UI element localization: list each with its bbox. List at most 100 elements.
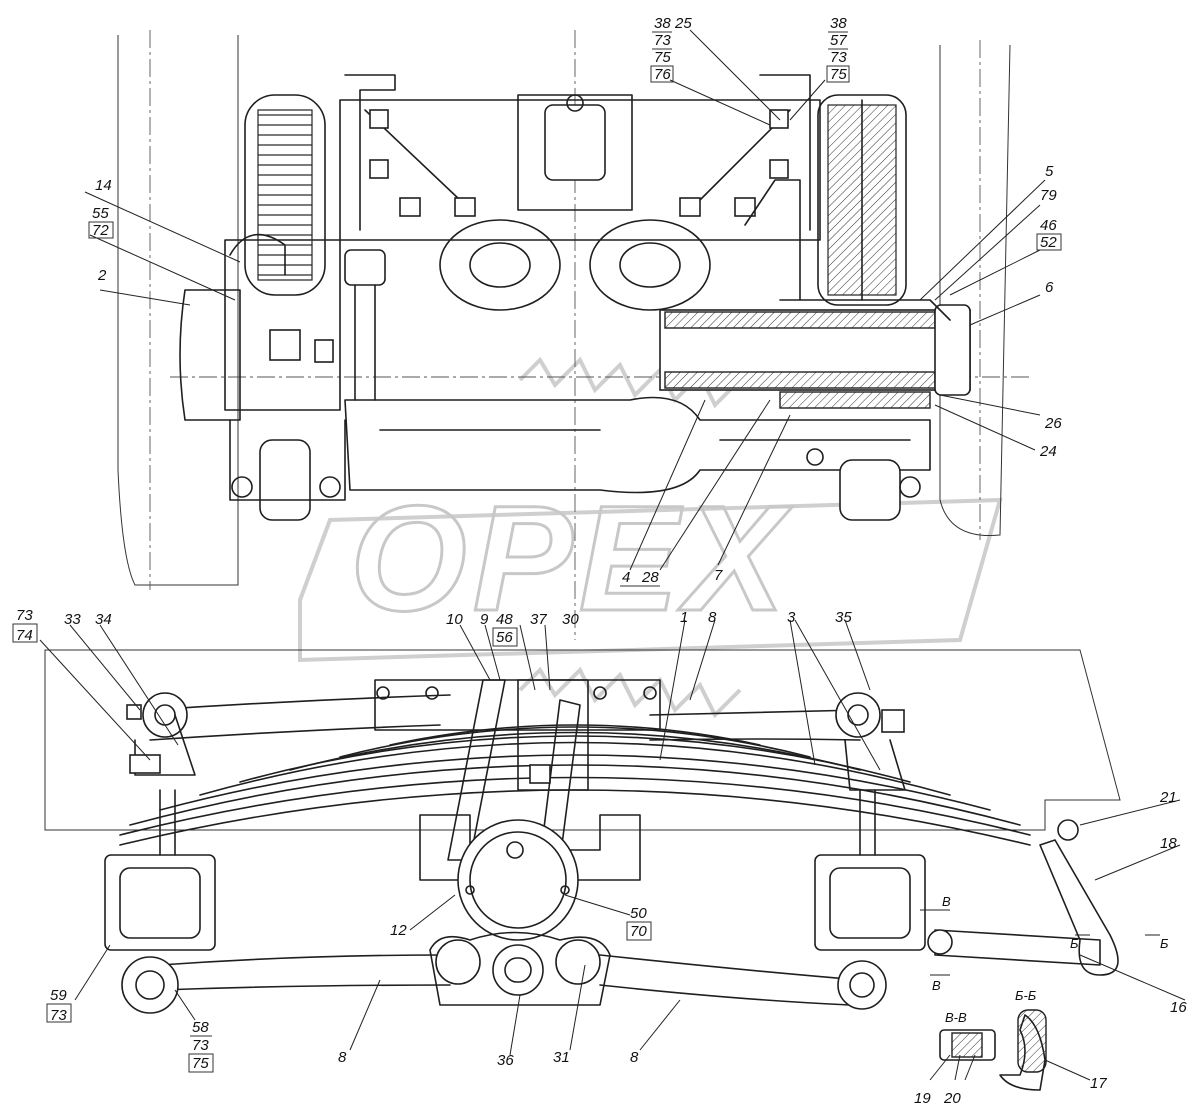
trunnion-end-cap (934, 304, 971, 396)
callout-75: 75 (654, 49, 671, 66)
right-lower-block (839, 459, 901, 521)
callout-73: 73 (654, 32, 671, 49)
callout-34: 34 (95, 611, 112, 628)
frame-rail (44, 649, 1121, 831)
arm-18 (1039, 839, 1119, 976)
callout-30: 30 (562, 611, 579, 628)
callout-75b: 75 (830, 66, 847, 83)
callout-52: 52 (1040, 234, 1057, 251)
callout-73e: 73 (50, 1007, 67, 1024)
callout-10: 10 (446, 611, 463, 628)
callout-70: 70 (630, 923, 647, 940)
callout-79: 79 (1040, 187, 1057, 204)
upper-view (84, 29, 1046, 640)
callout-19: 19 (914, 1090, 931, 1107)
callout-labels: 38 73 75 76 25 38 57 73 75 14 55 72 2 5 … (16, 15, 1187, 1107)
lower-leaders (39, 619, 1186, 1081)
left-lower-block (259, 439, 311, 521)
callout-36: 36 (497, 1052, 514, 1069)
callout-76: 76 (654, 66, 671, 83)
callout-underlines (12, 31, 1062, 1073)
callout-12: 12 (390, 922, 407, 939)
right-bump-stop (589, 219, 711, 311)
callout-2: 2 (97, 267, 107, 284)
callout-38: 38 (654, 15, 671, 32)
callout-5: 5 (1045, 163, 1054, 180)
lower-rod-left (159, 954, 451, 991)
center-cap (517, 94, 633, 211)
callout-26: 26 (1044, 415, 1062, 432)
callout-20: 20 (943, 1090, 961, 1107)
callout-16: 16 (1170, 999, 1187, 1016)
lower-center-bracket (429, 931, 611, 1006)
callout-24: 24 (1039, 443, 1057, 460)
callout-72: 72 (92, 222, 109, 239)
callout-8a: 8 (708, 609, 717, 626)
callout-33: 33 (64, 611, 81, 628)
section-mark-v-bottom: В (932, 978, 941, 993)
watermark: OPEX (298, 356, 1003, 719)
right-hub-block (814, 854, 926, 951)
section-mark-b-right: Б (1160, 936, 1169, 951)
u-bolt-clamp (517, 679, 589, 791)
left-frame-rail (117, 35, 239, 586)
section-mark-v-top: В (942, 894, 951, 909)
callout-57: 57 (830, 32, 847, 49)
callout-6: 6 (1045, 279, 1054, 296)
callout-46: 46 (1040, 217, 1057, 234)
lower-right-eye (837, 960, 887, 1010)
callout-73b: 73 (830, 49, 847, 66)
left-bump-stop (439, 219, 561, 311)
callout-7: 7 (714, 567, 723, 584)
callout-48: 48 (496, 611, 513, 628)
left-hub (179, 289, 241, 421)
callout-21: 21 (1159, 789, 1177, 806)
lower-view (39, 619, 1186, 1091)
callout-8c: 8 (630, 1049, 639, 1066)
callout-73f: 73 (192, 1037, 209, 1054)
differential-housing (457, 819, 579, 941)
callout-4: 4 (622, 569, 630, 586)
callout-14: 14 (95, 177, 112, 194)
left-hub-block (104, 854, 216, 951)
section-vv-label: В-В (945, 1010, 967, 1025)
callout-31: 31 (553, 1049, 570, 1066)
callout-74: 74 (16, 627, 33, 644)
callout-37: 37 (530, 611, 547, 628)
callout-28: 28 (641, 569, 659, 586)
center-bracket (339, 99, 821, 241)
left-rod-eye (142, 692, 188, 738)
callout-9: 9 (480, 611, 489, 628)
section-bb-label: Б-Б (1015, 988, 1037, 1003)
upper-rod-right (649, 709, 861, 741)
section-mark-b-left: Б (1070, 936, 1079, 951)
watermark-text: OPEX (350, 474, 793, 642)
callout-17: 17 (1090, 1075, 1107, 1092)
right-rod-eye (835, 692, 881, 738)
callout-50: 50 (630, 905, 647, 922)
callout-59: 59 (50, 987, 67, 1004)
lower-left-eye (121, 956, 179, 1014)
callout-8b: 8 (338, 1049, 347, 1066)
axle-housing (344, 396, 931, 494)
callout-38b: 38 (830, 15, 847, 32)
bracket-bolts (369, 109, 789, 217)
left-spring-seat (224, 239, 341, 411)
callout-35: 35 (835, 609, 852, 626)
right-frame-rail (939, 44, 1011, 537)
callout-56: 56 (496, 629, 513, 646)
upper-leaders (84, 29, 1046, 571)
callout-73c: 73 (16, 607, 33, 624)
upper-rod-left (149, 694, 451, 741)
callout-75c: 75 (192, 1055, 209, 1072)
callout-58: 58 (192, 1019, 209, 1036)
callout-18: 18 (1160, 835, 1177, 852)
callout-55: 55 (92, 205, 109, 222)
lower-rod-right (599, 954, 861, 1006)
callout-3: 3 (787, 609, 796, 626)
callout-1: 1 (680, 609, 688, 626)
callout-25: 25 (674, 15, 692, 32)
pivot-21 (1057, 819, 1079, 841)
